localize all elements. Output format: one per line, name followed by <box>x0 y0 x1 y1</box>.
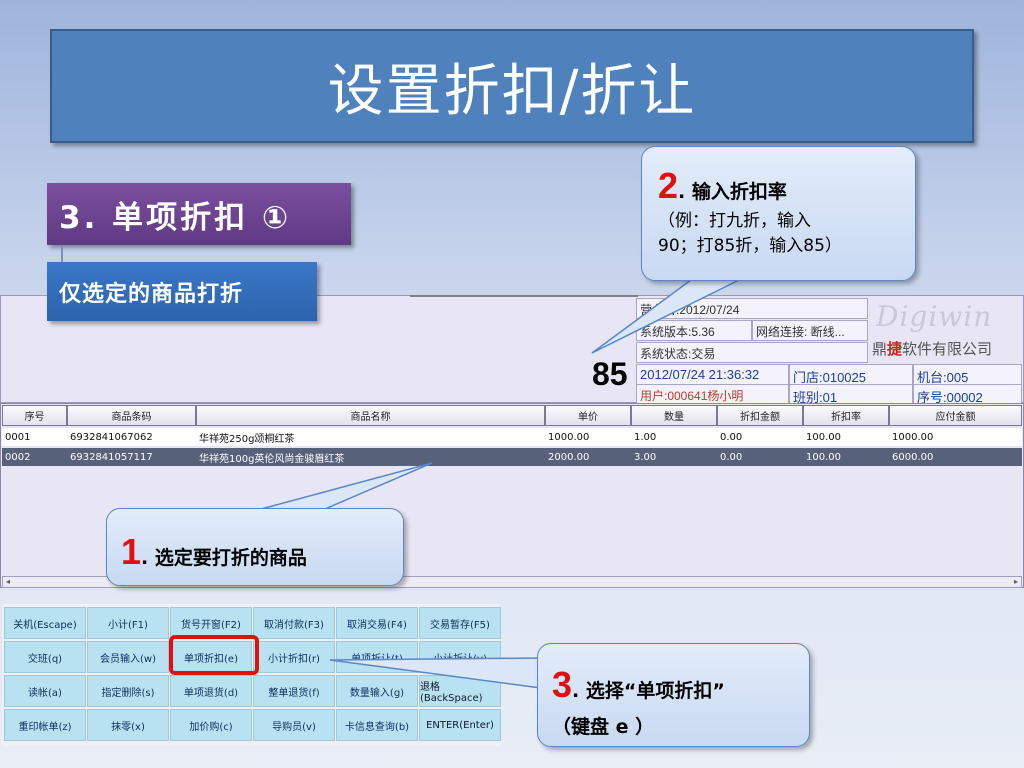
column-header[interactable]: 折扣金额 <box>717 405 803 426</box>
shift-id: 班别:01 <box>789 384 913 405</box>
step-text: . 选定要打折的商品 <box>141 547 307 569</box>
read-account-button[interactable]: 读帐(a) <box>4 675 86 707</box>
callout-step-1: 1. 选定要打折的商品 <box>106 508 404 586</box>
terminal-id: 机台:005 <box>913 364 1022 385</box>
round-off-button[interactable]: 抹零(x) <box>87 709 169 741</box>
datetime: 2012/07/24 21:36:32 <box>636 364 789 385</box>
full-return-button[interactable]: 整单退货(f) <box>253 675 335 707</box>
highlight-box-single-discount <box>169 635 259 675</box>
subtotal-allowance-button[interactable]: 小计折让(y) <box>419 641 501 673</box>
divider <box>410 295 638 297</box>
column-header[interactable]: 折扣率 <box>803 405 889 426</box>
member-input-button[interactable]: 会员输入(w) <box>87 641 169 673</box>
serial-number: 序号:00002 <box>913 384 1022 405</box>
column-header[interactable]: 商品条码 <box>67 405 196 426</box>
company-name-highlight: 捷 <box>887 340 903 358</box>
cell-amount-due: 6000.00 <box>892 451 934 463</box>
cell-serial: 0001 <box>5 431 31 443</box>
cell-unit-price: 1000.00 <box>548 431 590 443</box>
item-lookup-button[interactable]: 货号开窗(F2) <box>170 607 252 639</box>
step-heading: . 输入折扣率 <box>678 181 787 203</box>
cancel-transaction-button[interactable]: 取消交易(F4) <box>336 607 418 639</box>
cell-barcode: 6932841057117 <box>70 451 153 463</box>
sales-guide-button[interactable]: 导购员(v) <box>253 709 335 741</box>
subtotal-button[interactable]: 小计(F1) <box>87 607 169 639</box>
company-logo: Digiwin <box>876 300 993 333</box>
step-number: 1 <box>121 531 142 572</box>
delete-item-button[interactable]: 指定删除(s) <box>87 675 169 707</box>
cell-unit-price: 2000.00 <box>548 451 590 463</box>
section-subtitle: 仅选定的商品打折 <box>47 262 317 321</box>
callout-step-2: 2. 输入折扣率 （例：打九折，输入 90；打85折，输入85） <box>641 146 916 281</box>
column-header[interactable]: 序号 <box>2 405 67 426</box>
step-example-line-1: （例：打九折，输入 <box>658 211 811 231</box>
cell-discount-amount: 0.00 <box>720 451 743 463</box>
step-number: 2 <box>658 165 679 206</box>
quantity-input-button[interactable]: 数量输入(g) <box>336 675 418 707</box>
network-status: 网络连接: 断线... <box>752 320 868 341</box>
column-header[interactable]: 数量 <box>631 405 717 426</box>
backspace-button[interactable]: 退格(BackSpace) <box>419 675 501 707</box>
entered-value-display: 85 <box>592 356 628 392</box>
company-name: 鼎捷软件有限公司 <box>872 338 992 359</box>
cell-amount-due: 1000.00 <box>892 431 934 443</box>
step-number: 3 <box>552 664 573 705</box>
slide-title: 设置折扣/折让 <box>50 29 974 143</box>
company-name-prefix: 鼎 <box>872 340 888 358</box>
enter-button[interactable]: ENTER(Enter) <box>419 709 501 741</box>
section-heading: 3. 单项折扣 ① <box>47 183 351 245</box>
cell-quantity: 3.00 <box>634 451 657 463</box>
subtotal-discount-button[interactable]: 小计折扣(r) <box>253 641 335 673</box>
company-name-suffix: 软件有限公司 <box>902 340 993 358</box>
shift-change-button[interactable]: 交班(q) <box>4 641 86 673</box>
cell-discount-amount: 0.00 <box>720 431 743 443</box>
scroll-right-icon[interactable]: ▸ <box>1013 577 1018 586</box>
cell-discount-rate: 100.00 <box>806 431 841 443</box>
single-allowance-button[interactable]: 单项折让(t) <box>336 641 418 673</box>
system-version: 系统版本:5.36 <box>636 320 752 341</box>
cell-serial: 0002 <box>5 451 31 463</box>
cell-discount-rate: 100.00 <box>806 451 841 463</box>
shutdown-button[interactable]: 关机(Escape) <box>4 607 86 639</box>
company-branding: Digiwin 鼎捷软件有限公司 <box>870 298 1020 364</box>
cell-product-name: 华祥苑100g英伦风尚金骏眉红茶 <box>199 453 345 465</box>
single-discount-button[interactable]: 单项折扣(e) <box>170 641 252 673</box>
table-row-selected[interactable]: 0002 6932841057117 华祥苑100g英伦风尚金骏眉红茶 2000… <box>2 448 1022 466</box>
cell-quantity: 1.00 <box>634 431 657 443</box>
column-header[interactable]: 应付金额 <box>889 405 1022 426</box>
table-header: 序号 商品条码 商品名称 单价 数量 折扣金额 折扣率 应付金额 <box>2 405 1022 426</box>
column-header[interactable]: 单价 <box>545 405 631 426</box>
cell-product-name: 华祥苑250g颂桐红茶 <box>199 433 295 445</box>
card-info-button[interactable]: 卡信息查询(b) <box>336 709 418 741</box>
user-id: 用户:000641杨小明 <box>636 384 789 405</box>
store-id: 门店:010025 <box>789 364 913 385</box>
table-row[interactable]: 0001 6932841067062 华祥苑250g颂桐红茶 1000.00 1… <box>2 428 1022 446</box>
business-date: 营业日:2012/07/24 <box>636 298 868 319</box>
add-on-purchase-button[interactable]: 加价购(c) <box>170 709 252 741</box>
column-header[interactable]: 商品名称 <box>196 405 545 426</box>
hold-transaction-button[interactable]: 交易暂存(F5) <box>419 607 501 639</box>
reprint-receipt-button[interactable]: 重印帐单(z) <box>4 709 86 741</box>
scroll-left-icon[interactable]: ◂ <box>5 577 10 586</box>
cancel-payment-button[interactable]: 取消付款(F3) <box>253 607 335 639</box>
step-text: . 选择“单项折扣” <box>572 680 725 702</box>
single-return-button[interactable]: 单项退货(d) <box>170 675 252 707</box>
connector-line <box>61 245 63 263</box>
callout-step-3: 3. 选择“单项折扣” （键盘 e ） <box>537 643 810 747</box>
step-example-line-2: 90；打85折，输入85） <box>658 236 842 256</box>
system-status: 系统状态:交易 <box>636 342 868 363</box>
step-keyboard-hint: （键盘 e ） <box>552 716 655 738</box>
cell-barcode: 6932841067062 <box>70 431 153 443</box>
